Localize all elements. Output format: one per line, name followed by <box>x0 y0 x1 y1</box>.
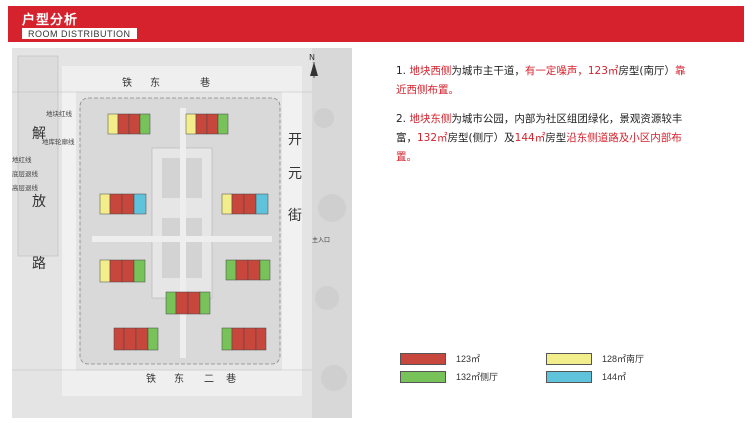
west-label-2: 地库轮廓线 <box>42 137 75 146</box>
note-text: 房型(侧厅）及 <box>447 132 515 144</box>
road-west-1: 解 <box>32 126 46 142</box>
note-index: 2. <box>396 113 407 125</box>
road-south-2: 东 <box>174 372 184 385</box>
legend-swatch <box>400 352 446 365</box>
legend-item-144: 144㎡ <box>546 370 626 383</box>
legend-swatch <box>546 352 592 365</box>
legend-label: 132㎡侧厅 <box>456 372 499 382</box>
note-1: 1. 地块西侧为城市主干道，有一定噪声，123㎡房型(南厅）靠近西侧布置。 <box>396 62 696 100</box>
road-west-2: 放 <box>32 194 46 210</box>
building-7 <box>165 291 211 315</box>
note-text: 为城市主干道， <box>451 65 525 77</box>
note-text: 房型(南厅） <box>618 65 676 77</box>
legend-swatch <box>400 370 446 383</box>
west-label-3: 地红线 <box>12 155 32 164</box>
note-index: 1. <box>396 65 407 77</box>
page-title: 户型分析 <box>22 13 79 28</box>
entrance-label: 主入口 <box>312 236 330 244</box>
legend-label: 123㎡ <box>456 354 481 364</box>
building-1 <box>107 113 151 135</box>
building-2 <box>185 113 229 135</box>
road-east-1: 开 <box>288 132 302 148</box>
note-2: 2. 地块东侧为城市公园，内部为社区组团绿化，景观资源较丰富，132㎡房型(侧厅… <box>396 110 696 167</box>
road-east-3: 街 <box>288 208 302 224</box>
site-plan: N 铁 东 巷 铁 东 二 巷 解 放 路 开 元 街 地块红线 地库轮廓线 地… <box>12 48 352 418</box>
legend-swatch <box>546 370 592 383</box>
building-4 <box>221 193 269 215</box>
road-north-1: 铁 <box>122 76 132 89</box>
page-subtitle: ROOM DISTRIBUTION <box>22 28 137 39</box>
north-label: N <box>309 53 315 62</box>
building-8 <box>113 327 159 351</box>
note-text: 123㎡ <box>587 65 619 77</box>
legend-label: 144㎡ <box>602 372 627 382</box>
west-label-1: 地块红线 <box>46 109 73 118</box>
west-label-4: 底层退线 <box>12 169 39 178</box>
road-east-2: 元 <box>288 166 302 182</box>
building-5 <box>99 259 146 283</box>
legend-label: 128㎡南厅 <box>602 354 645 364</box>
note-text: 132㎡ <box>417 132 448 144</box>
building-9 <box>221 327 267 351</box>
road-south-3: 二 <box>204 374 214 385</box>
note-text: 144㎡ <box>514 132 546 144</box>
road-south-1: 铁 <box>146 372 156 385</box>
legend-item-132: 132㎡侧厅 <box>400 370 498 383</box>
road-north-3: 巷 <box>200 77 210 89</box>
building-6 <box>225 259 271 281</box>
road-north-2: 东 <box>150 76 160 89</box>
note-text: 地块西侧 <box>409 65 452 77</box>
note-text: 沿东侧道路及小区内部布置。 <box>396 132 682 163</box>
analysis-notes: 1. 地块西侧为城市主干道，有一定噪声，123㎡房型(南厅）靠近西侧布置。 2.… <box>396 62 696 177</box>
note-text: 有一定噪声， <box>524 65 588 77</box>
road-west-3: 路 <box>32 256 46 272</box>
note-text: 为城市公园，内部为社区组团绿化，景观资源较丰富， <box>396 113 683 144</box>
note-text: 地块东侧 <box>409 113 452 125</box>
legend-item-123: 123㎡ <box>400 352 480 365</box>
road-south-4: 巷 <box>226 373 236 385</box>
header-band: 户型分析 ROOM DISTRIBUTION <box>8 6 744 42</box>
note-text: 靠近西侧布置。 <box>396 65 686 96</box>
west-label-5: 高层退线 <box>12 183 39 192</box>
legend: 123㎡ 128㎡南厅 132㎡侧厅 144㎡ <box>400 352 700 392</box>
note-text: 房型 <box>545 132 567 144</box>
building-3 <box>99 193 147 215</box>
site-plan-drawing: N 铁 东 巷 铁 东 二 巷 解 放 路 开 元 街 地块红线 地库轮廓线 地… <box>12 48 352 418</box>
legend-item-128: 128㎡南厅 <box>546 352 644 365</box>
